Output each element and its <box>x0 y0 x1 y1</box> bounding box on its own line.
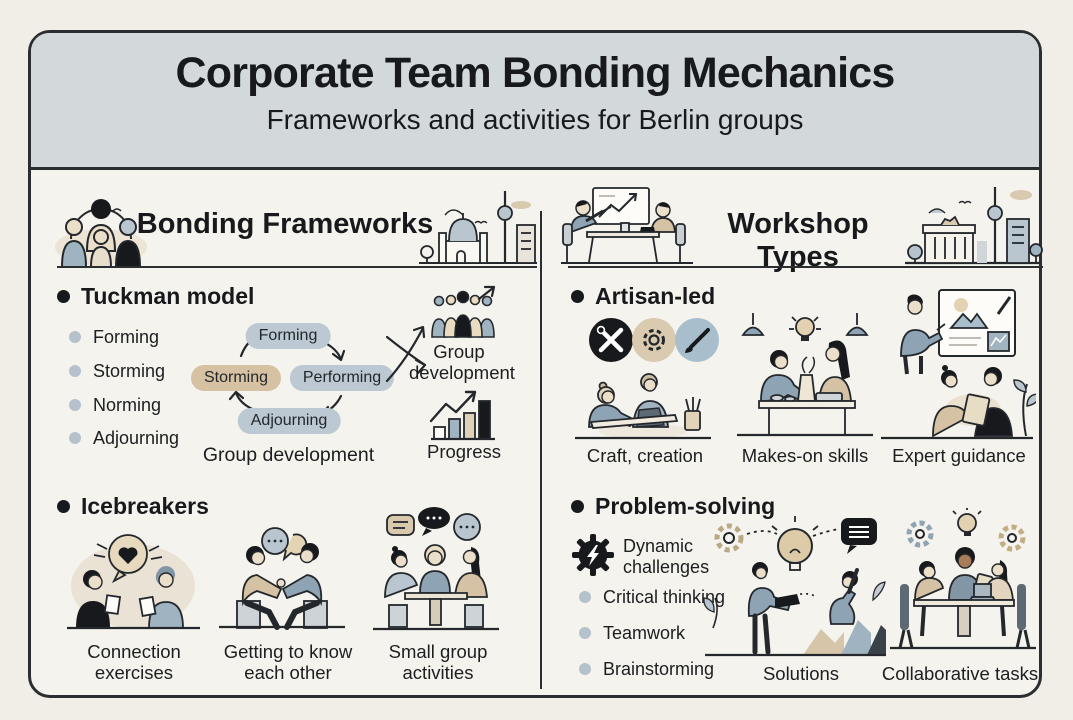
small-group-illustration <box>373 507 499 631</box>
outcome-group-caption: Group development <box>409 341 515 383</box>
artisan-heading: Artisan-led <box>571 283 715 310</box>
collaborative-tasks-illustration <box>890 508 1036 650</box>
expert-guidance-illustration <box>881 289 1036 440</box>
cycle-stage-storming: Storming <box>190 365 282 391</box>
bullet-dot-icon <box>69 331 81 343</box>
handshake-illustration <box>219 527 345 630</box>
tuckman-stage-item: Storming <box>69 360 165 382</box>
problem-bullet-item: Critical thinking <box>579 586 725 608</box>
bullet-dot-icon <box>579 663 591 675</box>
paintbrush-icon <box>675 318 719 362</box>
craft-creation-illustration <box>575 373 711 440</box>
page-subtitle: Frameworks and activities for Berlin gro… <box>266 104 804 135</box>
tuckman-stage-item: Forming <box>69 326 159 348</box>
bar-chart-icon <box>429 390 495 441</box>
bullet-dot-icon <box>69 432 81 444</box>
problem-bullet-item: Brainstorming <box>579 658 714 680</box>
bullet-dot-icon <box>69 399 81 411</box>
section-bullet-icon <box>571 290 584 303</box>
header-band: Corporate Team Bonding Mechanics Framewo… <box>31 33 1039 170</box>
bullet-dot-icon <box>69 365 81 377</box>
people-group-icon <box>431 285 496 338</box>
artisan-caption: Makes-on skills <box>741 445 869 466</box>
tools-icon <box>589 318 633 362</box>
icebreakers-heading: Icebreakers <box>57 493 209 520</box>
gear-lightning-icon <box>572 534 614 576</box>
left-header-rule <box>57 266 537 268</box>
page-title: Corporate Team Bonding Mechanics <box>175 49 895 97</box>
berlin-gate-skyline-icon <box>905 187 1043 265</box>
outcome-arrows-icon <box>385 325 427 383</box>
berlin-skyline-icon <box>419 191 537 264</box>
tuckman-heading: Tuckman model <box>57 283 254 310</box>
cycle-caption: Group development <box>202 444 375 466</box>
problem-feature-label: Dynamic challenges <box>623 536 710 577</box>
problem-solving-heading: Problem-solving <box>571 493 775 520</box>
problem-caption: Collaborative tasks <box>881 663 1039 684</box>
cycle-stage-performing: Performing <box>289 365 395 391</box>
problem-caption: Solutions <box>762 663 840 684</box>
artisan-badges <box>589 318 719 362</box>
meeting-illustration <box>561 187 693 264</box>
right-header-rule <box>568 266 1043 268</box>
bullet-dot-icon <box>579 591 591 603</box>
left-column-title: Bonding Frameworks <box>136 208 434 240</box>
artisan-caption: Craft, creation <box>586 445 704 466</box>
artisan-caption: Expert guidance <box>892 445 1026 466</box>
tuckman-stage-item: Norming <box>69 394 161 416</box>
bullet-dot-icon <box>579 627 591 639</box>
icebreaker-caption: Connection exercises <box>87 641 181 683</box>
section-bullet-icon <box>57 500 70 513</box>
gear-icon <box>632 318 676 362</box>
outcome-progress-caption: Progress <box>426 441 502 462</box>
column-divider <box>540 211 542 689</box>
cycle-stage-adjourning: Adjourning <box>237 408 341 434</box>
tuckman-stage-item: Adjourning <box>69 427 179 449</box>
icebreaker-caption: Getting to know each other <box>223 641 353 683</box>
infographic-card: Corporate Team Bonding Mechanics Framewo… <box>28 30 1043 698</box>
hands-on-illustration <box>737 313 873 437</box>
section-bullet-icon <box>571 500 584 513</box>
right-column-title: Workshop Types <box>727 208 869 273</box>
cycle-stage-forming: Forming <box>245 323 331 349</box>
icebreaker-caption: Small group activities <box>388 641 488 683</box>
connection-exercises-illustration <box>67 534 200 630</box>
people-group-illustration <box>55 199 147 267</box>
solutions-illustration <box>703 516 886 657</box>
problem-bullet-item: Teamwork <box>579 622 685 644</box>
section-bullet-icon <box>57 290 70 303</box>
